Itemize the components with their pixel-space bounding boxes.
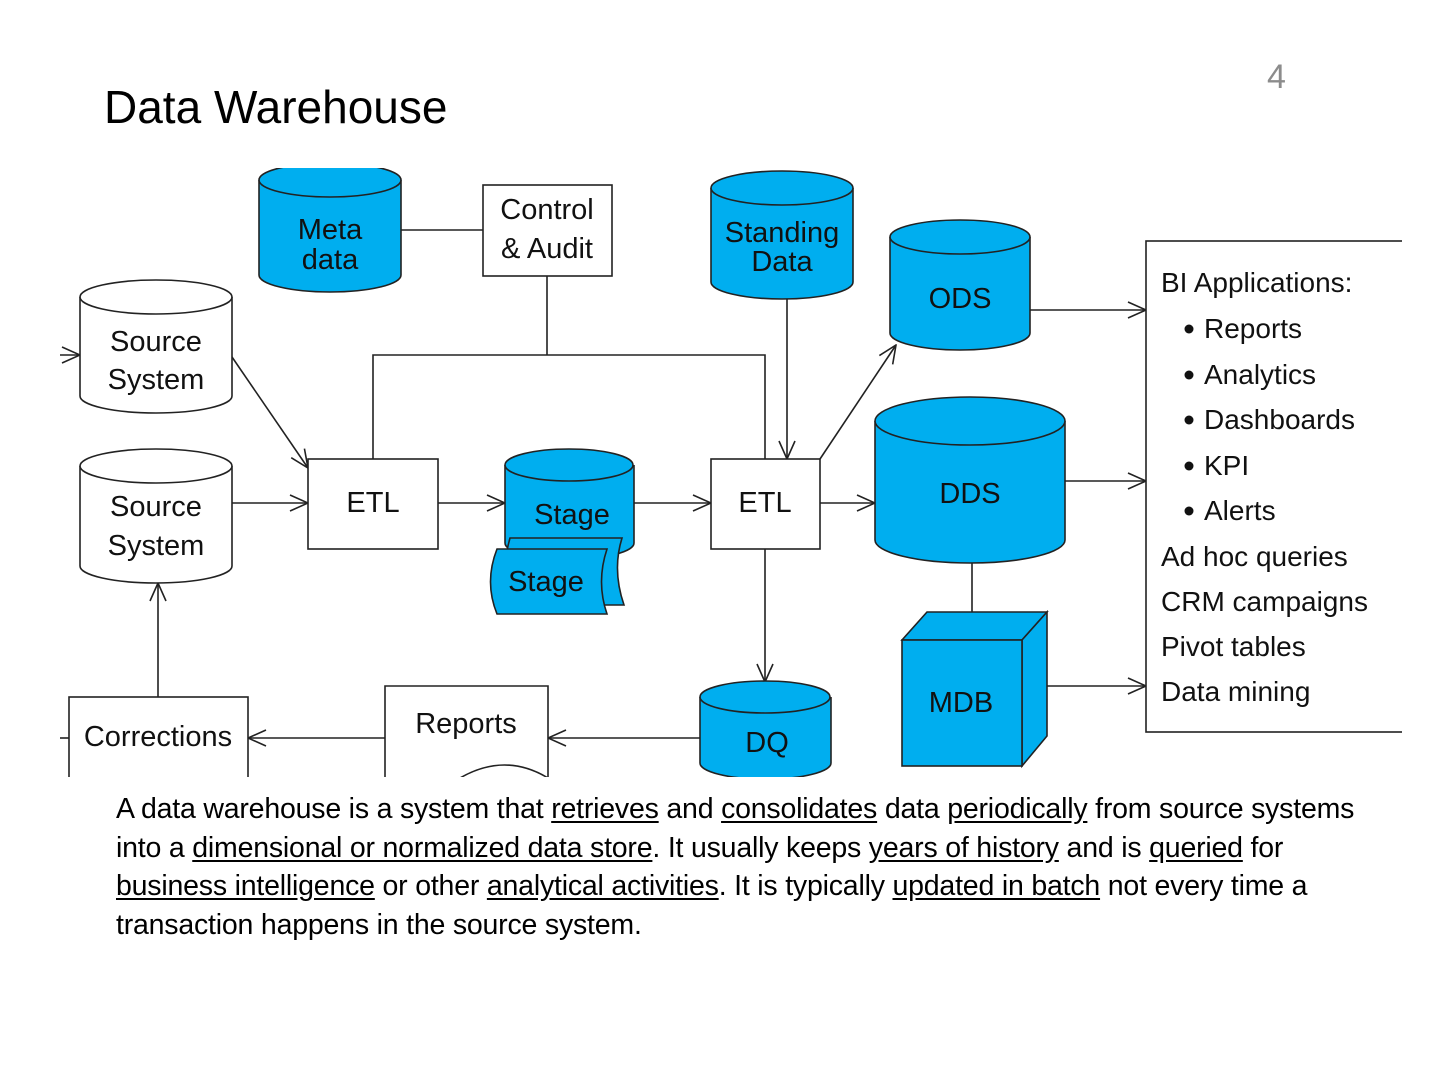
bullet-icon xyxy=(1184,506,1194,516)
bi-item-crm: CRM campaigns xyxy=(1161,586,1368,617)
node-ods xyxy=(889,219,1031,351)
key-term: consolidates xyxy=(721,793,878,825)
node-dds xyxy=(874,396,1066,564)
key-term: periodically xyxy=(947,793,1088,825)
label-standing-1: Standing xyxy=(725,217,840,249)
node-standing-data xyxy=(710,170,854,300)
description-text: . It usually keeps xyxy=(652,831,869,864)
key-term: queried xyxy=(1149,831,1243,864)
bi-bullet-analytics: Analytics xyxy=(1204,359,1316,390)
node-metadata xyxy=(258,168,402,293)
description-text: . It is typically xyxy=(718,870,893,902)
bi-item-adhoc: Ad hoc queries xyxy=(1161,541,1348,572)
label-etl-2: ETL xyxy=(738,487,791,519)
description-text: or other xyxy=(374,870,487,902)
label-source1-2: System xyxy=(108,364,205,396)
node-control-audit xyxy=(482,184,613,277)
node-etl-2 xyxy=(710,458,821,550)
node-reports xyxy=(384,685,549,777)
label-reports: Reports xyxy=(415,708,517,740)
description-text: data xyxy=(877,793,948,825)
bullet-icon xyxy=(1184,324,1194,334)
description-text: and is xyxy=(1058,831,1150,864)
bi-applications-panel xyxy=(1145,240,1402,733)
key-term: analytical activities xyxy=(486,870,719,902)
edge-source1-etl1 xyxy=(231,356,308,468)
bi-heading: BI Applications: xyxy=(1161,267,1352,298)
bullet-icon xyxy=(1184,370,1194,380)
slide-page-number: 4 xyxy=(1267,58,1286,96)
label-source2-2: System xyxy=(108,530,205,562)
node-source-system-2 xyxy=(79,448,233,584)
description-text: A data warehouse is a system that xyxy=(116,793,552,825)
label-mdb: MDB xyxy=(929,687,993,719)
node-stage-file xyxy=(489,537,626,615)
bi-bullet-alerts: Alerts xyxy=(1204,495,1276,526)
label-source2-1: Source xyxy=(110,491,202,523)
edge-bus-etl1 xyxy=(372,354,766,459)
node-stage-db xyxy=(504,448,635,560)
description-text: from source systems into a xyxy=(116,793,1355,864)
description-text: not every time a transaction happens in … xyxy=(116,870,1308,941)
label-corrections: Corrections xyxy=(84,721,232,753)
label-stage-db: Stage xyxy=(534,499,610,531)
bi-bullet-reports: Reports xyxy=(1204,313,1302,344)
slide-title: Data Warehouse xyxy=(104,81,448,133)
bullet-icon xyxy=(1184,461,1194,471)
description-text: for xyxy=(1242,831,1284,864)
bi-bullet-dashboards: Dashboards xyxy=(1204,404,1355,435)
bi-panel-text: BI Applications: Reports Analytics Dashb… xyxy=(1161,267,1368,707)
label-dq: DQ xyxy=(745,727,789,759)
label-metadata-1: Meta xyxy=(298,214,363,246)
edges xyxy=(60,229,1146,738)
description-paragraph: A data warehouse is a system that retrie… xyxy=(116,790,1376,944)
key-term: dimensional or normalized data store xyxy=(192,831,653,864)
bi-bullet-kpi: KPI xyxy=(1204,450,1249,481)
node-dq xyxy=(699,680,832,777)
description-text: and xyxy=(658,793,722,825)
label-etl-1: ETL xyxy=(346,487,399,519)
key-term: years of history xyxy=(868,831,1059,864)
label-control-2: & Audit xyxy=(501,233,593,265)
key-term: business intelligence xyxy=(116,870,375,902)
label-control-1: Control xyxy=(500,194,594,226)
node-mdb xyxy=(900,609,1049,769)
label-stage-file: Stage xyxy=(508,566,584,598)
label-source1-1: Source xyxy=(110,326,202,358)
bullet-icon xyxy=(1184,415,1194,425)
edge-etl2-ods xyxy=(819,345,896,460)
label-dds: DDS xyxy=(939,478,1000,510)
label-metadata-2: data xyxy=(302,244,359,276)
node-corrections xyxy=(68,696,249,777)
key-term: updated in batch xyxy=(892,870,1101,902)
node-source-system-1 xyxy=(79,279,233,414)
label-ods: ODS xyxy=(929,283,992,315)
label-standing-2: Data xyxy=(751,246,813,278)
bi-item-mining: Data mining xyxy=(1161,676,1310,707)
bi-item-pivot: Pivot tables xyxy=(1161,631,1306,662)
key-term: retrieves xyxy=(551,793,659,825)
node-etl-1 xyxy=(307,458,439,550)
